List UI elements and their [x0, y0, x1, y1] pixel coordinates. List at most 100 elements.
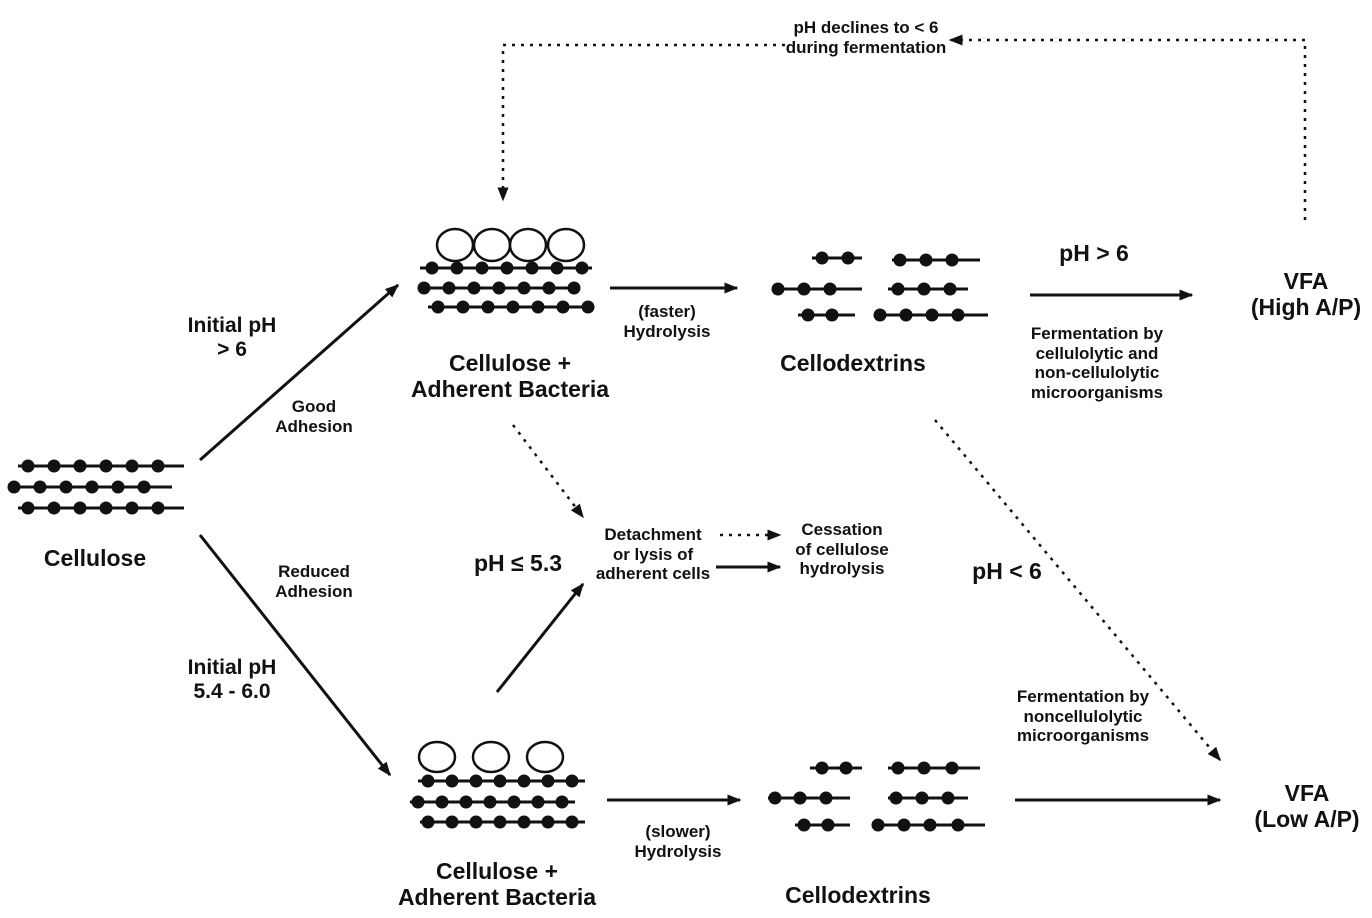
bacterium-icon	[508, 227, 548, 263]
arrow-to-reduced-adhesion	[198, 534, 392, 777]
glucose-dot	[541, 774, 555, 788]
glucose-dot	[85, 480, 99, 494]
bottom-cellulose-bacteria-icon	[410, 740, 585, 829]
glucose-dot	[517, 774, 531, 788]
glucose-dot	[945, 253, 959, 267]
glucose-dot	[893, 253, 907, 267]
dotted-arrow-ph-lt6	[934, 419, 1221, 762]
glucose-dot	[556, 300, 570, 314]
top-cellodextrins-icon	[771, 251, 988, 322]
glucose-dot	[771, 282, 785, 296]
fermentation-top-label: Fermentation by cellulolytic and non-cel…	[1030, 324, 1164, 402]
glucose-dot	[73, 501, 87, 515]
glucose-dot	[889, 791, 903, 805]
glucose-dot	[943, 282, 957, 296]
vfa-high-label: VFA (High A/P)	[1250, 268, 1362, 321]
glucose-dot	[815, 761, 829, 775]
good-adhesion-label: Good Adhesion	[275, 397, 353, 436]
glucose-dot	[500, 261, 514, 275]
glucose-dot	[525, 261, 539, 275]
glucose-dot	[456, 300, 470, 314]
bottom-complex-label: Cellulose + Adherent Bacteria	[397, 858, 597, 911]
ph-gt6-label: pH > 6	[1059, 240, 1129, 266]
glucose-dot	[506, 300, 520, 314]
glucose-dot	[33, 480, 47, 494]
glucose-dot	[891, 761, 905, 775]
bacterium-icon	[417, 740, 457, 774]
glucose-dot	[919, 253, 933, 267]
glucose-dot	[873, 308, 887, 322]
vfa-low-label: VFA (Low A/P)	[1254, 780, 1360, 833]
glucose-dot	[467, 281, 481, 295]
faster-hydrolysis-label: (faster) Hydrolysis	[623, 302, 711, 341]
glucose-dot	[565, 774, 579, 788]
glucose-dot	[841, 251, 855, 265]
glucose-dot	[125, 501, 139, 515]
glucose-dot	[531, 795, 545, 809]
cellulose-label: Cellulose	[43, 545, 147, 571]
glucose-dot	[871, 818, 885, 832]
glucose-dot	[925, 308, 939, 322]
top-complex-label: Cellulose + Adherent Bacteria	[410, 350, 610, 403]
glucose-dot	[951, 818, 965, 832]
detachment-label: Detachment or lysis of adherent cells	[595, 525, 711, 584]
glucose-dot	[915, 791, 929, 805]
glucose-dot	[7, 480, 21, 494]
cellodextrins-top-label: Cellodextrins	[780, 350, 926, 376]
glucose-dot	[565, 815, 579, 829]
ph-declines-label: pH declines to < 6 during fermentation	[785, 18, 947, 57]
feedback-loop-right	[948, 34, 1307, 220]
glucose-dot	[793, 791, 807, 805]
glucose-dot	[445, 815, 459, 829]
glucose-dot	[768, 791, 782, 805]
glucose-dot	[417, 281, 431, 295]
glucose-dot	[99, 501, 113, 515]
glucose-dot	[459, 795, 473, 809]
glucose-dot	[581, 300, 595, 314]
initial-ph-low-label: Initial pH 5.4 - 6.0	[187, 656, 277, 704]
glucose-dot	[825, 308, 839, 322]
glucose-dot	[797, 818, 811, 832]
glucose-dot	[450, 261, 464, 275]
glucose-dot	[425, 261, 439, 275]
glucose-dot	[819, 791, 833, 805]
dotted-arrow-to-detachment	[512, 424, 584, 519]
slower-hydrolysis-label: (slower) Hydrolysis	[634, 822, 722, 861]
glucose-dot	[917, 761, 931, 775]
reduced-adhesion-label: Reduced Adhesion	[275, 562, 353, 601]
glucose-dot	[59, 480, 73, 494]
glucose-dot	[431, 300, 445, 314]
ph-le53-label: pH ≤ 5.3	[473, 550, 563, 576]
glucose-dot	[897, 818, 911, 832]
glucose-dot	[823, 282, 837, 296]
cessation-label: Cessation of cellulose hydrolysis	[795, 520, 889, 579]
glucose-dot	[47, 459, 61, 473]
glucose-dot	[517, 281, 531, 295]
feedback-loop-left	[497, 43, 785, 202]
glucose-dot	[507, 795, 521, 809]
glucose-dot	[47, 501, 61, 515]
ph-lt6-label: pH < 6	[972, 558, 1042, 584]
bacterium-icon	[525, 740, 565, 774]
bacterium-icon	[546, 227, 586, 263]
glucose-dot	[475, 261, 489, 275]
glucose-dot	[531, 300, 545, 314]
glucose-dot	[111, 480, 125, 494]
bacterium-icon	[435, 227, 475, 263]
glucose-dot	[125, 459, 139, 473]
glucose-dot	[137, 480, 151, 494]
glucose-dot	[839, 761, 853, 775]
glucose-dot	[797, 282, 811, 296]
fermentation-bottom-label: Fermentation by noncellulolytic microorg…	[1016, 687, 1150, 746]
glucose-dot	[899, 308, 913, 322]
arrow-to-detachment	[495, 582, 585, 693]
cellodextrins-bottom-label: Cellodextrins	[785, 882, 931, 908]
glucose-dot	[469, 815, 483, 829]
glucose-dot	[951, 308, 965, 322]
top-cellulose-bacteria-icon	[417, 227, 595, 314]
glucose-dot	[517, 815, 531, 829]
glucose-dot	[917, 282, 931, 296]
glucose-dot	[483, 795, 497, 809]
glucose-dot	[21, 501, 35, 515]
